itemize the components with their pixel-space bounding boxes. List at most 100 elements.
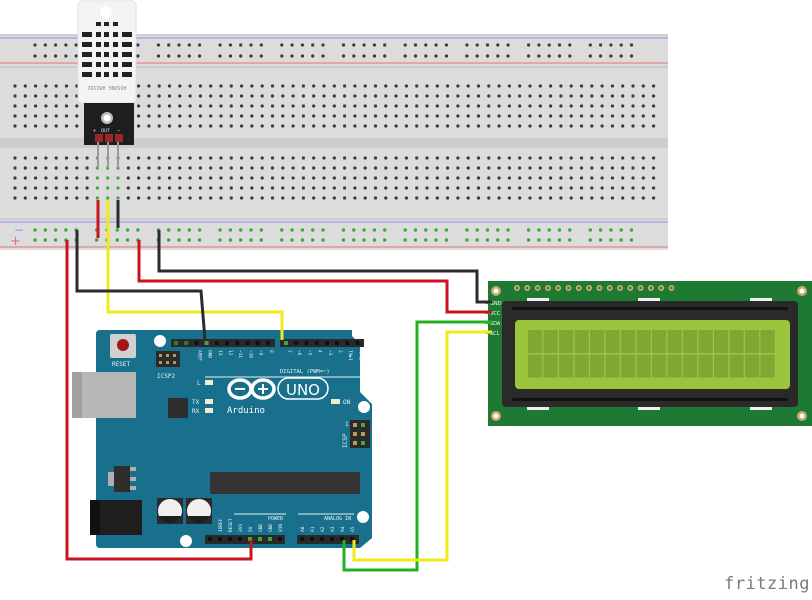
breadboard-hole xyxy=(198,114,202,118)
rail-hole xyxy=(465,228,469,232)
regulator-leg-2 xyxy=(130,477,136,481)
rail-hole xyxy=(444,228,449,232)
digital-pin-label: ~10 xyxy=(247,350,253,358)
breadboard-hole xyxy=(75,104,79,108)
wire-a4-to-lcd-sda[interactable] xyxy=(342,320,492,572)
icsp2-header xyxy=(156,351,180,367)
breadboard-hole xyxy=(528,196,532,200)
sensor-pin-label-plus: + xyxy=(93,128,96,133)
breadboard-hole xyxy=(415,114,419,118)
breadboard-hole xyxy=(497,94,501,98)
breadboard-hole xyxy=(394,104,398,108)
center-channel xyxy=(0,138,668,148)
breadboard-hole xyxy=(157,166,161,170)
rail-hole xyxy=(588,54,592,58)
lcd-clip-3 xyxy=(750,298,772,301)
breadboard-hole xyxy=(549,196,553,200)
breadboard-hole xyxy=(579,114,584,118)
digital-pin-label: GND xyxy=(207,350,213,358)
reset-button-cap[interactable] xyxy=(117,339,129,351)
wire-rail-gnd-to-arduino-gnd[interactable] xyxy=(75,230,207,341)
breadboard-hole xyxy=(456,156,460,160)
digital-pin-socket xyxy=(194,341,199,345)
breadboard-hole xyxy=(579,84,584,88)
breadboard-hole xyxy=(652,176,656,180)
wire-rail-5v-to-arduino-5v[interactable] xyxy=(65,240,253,561)
breadboard-hole xyxy=(198,156,202,160)
breadboard-hole xyxy=(549,104,553,108)
breadboard-hole xyxy=(425,94,429,98)
breadboard-hole xyxy=(13,186,17,190)
breadboard-hole xyxy=(497,114,501,118)
breadboard-hole xyxy=(147,196,151,200)
breadboard-hole xyxy=(13,94,17,98)
breadboard-hole xyxy=(641,84,645,88)
mount-hole-2 xyxy=(358,401,370,413)
breadboard-hole xyxy=(301,196,305,200)
wire-rail-gnd-to-lcd-gnd[interactable] xyxy=(157,230,492,304)
lcd-clip-6 xyxy=(750,407,772,410)
digital-pin-socket xyxy=(265,341,270,345)
breadboard-hole xyxy=(528,176,532,180)
breadboard-hole xyxy=(610,94,615,98)
dht22-sensor[interactable]: AOSONG AM2302 + OUT − xyxy=(77,0,137,168)
breadboard-hole xyxy=(312,124,316,128)
breadboard-hole xyxy=(229,104,233,108)
led-rx-label: RX xyxy=(192,408,200,415)
breadboard-hole xyxy=(610,186,615,190)
breadboard-hole xyxy=(157,104,161,108)
breadboard-hole xyxy=(446,176,450,180)
breadboard-hole xyxy=(363,156,367,160)
breadboard-hole xyxy=(209,114,213,118)
lcd-char-cell xyxy=(574,354,589,378)
breadboard-hole xyxy=(75,166,79,170)
breadboard-hole xyxy=(209,84,213,88)
breadboard-hole xyxy=(54,124,58,128)
rail-hole xyxy=(506,54,510,58)
lcd-pin-label-vcc: VCC xyxy=(490,311,501,317)
arduino-logo: UNO Arduino xyxy=(227,377,329,416)
rail-hole xyxy=(249,54,253,58)
wire-a5-to-lcd-scl[interactable] xyxy=(352,330,492,562)
breadboard-hole xyxy=(270,84,275,88)
breadboard-hole xyxy=(209,166,213,170)
breadboard-hole xyxy=(538,186,542,190)
grille-slot xyxy=(96,62,101,67)
breadboard-hole xyxy=(147,186,151,190)
breadboard-hole xyxy=(137,84,141,88)
breadboard-hole xyxy=(198,196,202,200)
breadboard-hole xyxy=(34,196,38,200)
breadboard-hole xyxy=(641,94,645,98)
breadboard-hole xyxy=(137,104,141,108)
breadboard-hole xyxy=(384,94,388,98)
breadboard-hole xyxy=(332,124,336,128)
breadboard-hole xyxy=(538,166,542,170)
breadboard-hole xyxy=(343,114,347,118)
digital-pin-label: 2 xyxy=(337,350,343,353)
breadboard-hole xyxy=(497,176,501,180)
breadboard-hole xyxy=(281,84,285,88)
digital-pins xyxy=(174,341,360,345)
rail-hole xyxy=(64,43,68,47)
breadboard-hole xyxy=(23,196,27,200)
grille-slot xyxy=(113,22,118,26)
digital-pin-label: TX▶1 xyxy=(347,350,353,361)
breadboard-hole xyxy=(569,84,573,88)
wire-sensor-out-to-d7[interactable] xyxy=(106,200,284,340)
digital-pin-label: 8 xyxy=(268,350,274,353)
lcd-char-cell xyxy=(652,354,667,378)
breadboard-hole xyxy=(332,186,336,190)
digital-pin-socket xyxy=(214,341,219,345)
breadboard-hole xyxy=(425,196,429,200)
rail-hole xyxy=(280,54,284,58)
power-pin-socket xyxy=(218,537,222,541)
rail-hole xyxy=(568,54,572,58)
rail-hole xyxy=(629,228,634,232)
breadboard-hole xyxy=(312,186,316,190)
wire-rail-vcc-to-lcd-vcc[interactable] xyxy=(137,240,492,314)
breadboard-hole xyxy=(260,84,264,88)
breadboard-hole xyxy=(240,84,244,88)
breadboard-hole xyxy=(569,94,573,98)
lcd-1602-i2c[interactable]: GND VCC SDA SCL xyxy=(486,281,812,426)
